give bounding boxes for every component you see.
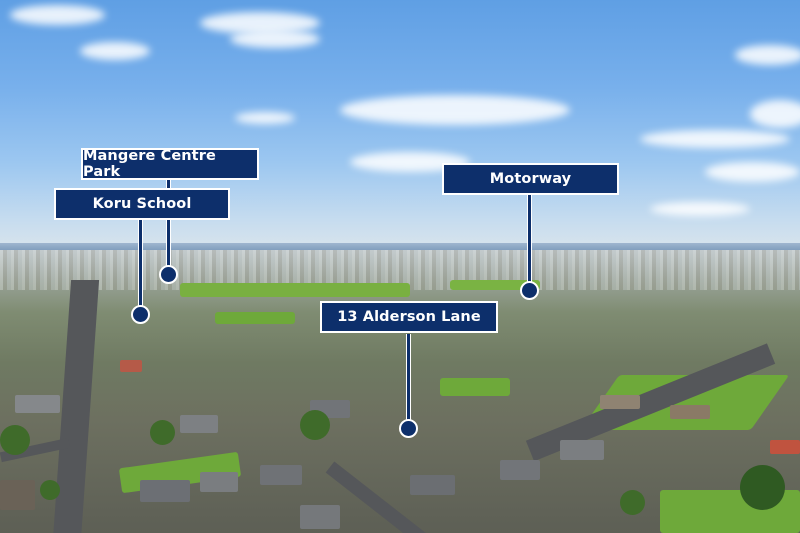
alderson-lane-leader-line	[406, 334, 411, 426]
house	[140, 480, 190, 502]
tree	[150, 420, 175, 445]
cloud	[340, 95, 570, 125]
house	[670, 405, 710, 419]
house	[15, 395, 60, 413]
green-field	[450, 280, 540, 290]
cloud	[235, 112, 295, 124]
house	[0, 480, 35, 510]
motorway-label: Motorway	[442, 163, 619, 195]
house	[120, 360, 142, 372]
house	[300, 505, 340, 529]
house	[770, 440, 800, 454]
alderson-lane-label: 13 Alderson Lane	[320, 301, 498, 333]
tree	[620, 490, 645, 515]
green-field	[440, 378, 510, 396]
koru-school-pin-icon	[131, 305, 150, 324]
distant-sea	[0, 243, 800, 251]
tree	[0, 425, 30, 455]
cloud	[10, 5, 105, 25]
cloud	[230, 30, 320, 48]
cloud	[735, 45, 800, 65]
house	[410, 475, 455, 495]
cloud	[80, 42, 150, 60]
cloud	[750, 100, 800, 128]
koru-school-label: Koru School	[54, 188, 230, 220]
green-field	[180, 283, 410, 297]
mangere-centre-park-label: Mangere Centre Park	[81, 148, 259, 180]
green-field	[215, 312, 295, 324]
tree	[40, 480, 60, 500]
house	[600, 395, 640, 409]
cloud	[650, 202, 750, 216]
mangere-centre-park-leader-line	[166, 180, 171, 272]
tree	[300, 410, 330, 440]
motorway-leader-line	[527, 195, 532, 287]
house	[560, 440, 604, 460]
house	[180, 415, 218, 433]
mangere-centre-park-pin-icon	[159, 265, 178, 284]
house	[500, 460, 540, 480]
koru-school-leader-line	[138, 220, 143, 312]
house	[260, 465, 302, 485]
cloud	[350, 152, 470, 172]
motorway-pin-icon	[520, 281, 539, 300]
cloud	[200, 12, 320, 34]
cloud	[705, 162, 800, 182]
cloud	[640, 130, 790, 148]
house	[200, 472, 238, 492]
tree	[740, 465, 785, 510]
alderson-lane-pin-icon	[399, 419, 418, 438]
